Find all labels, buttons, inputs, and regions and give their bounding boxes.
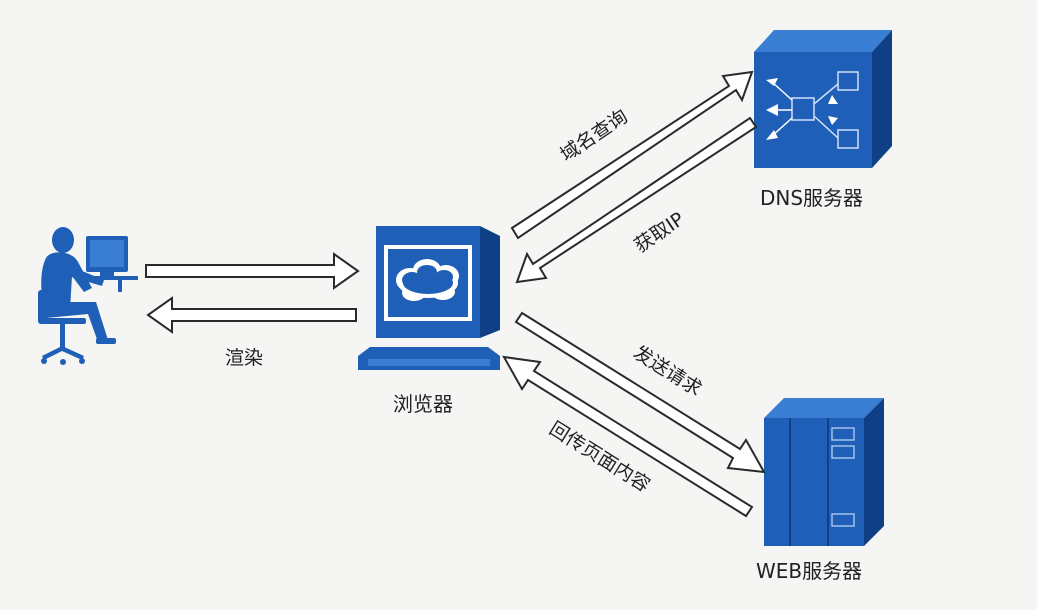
get-ip-label: 获取IP [630, 208, 688, 257]
browser-monitor-icon [358, 226, 500, 370]
return-page-label: 回传页面内容 [545, 418, 653, 497]
render-label: 渲染 [225, 347, 263, 369]
arrow-render [146, 296, 357, 334]
arrow-user-to-browser [145, 252, 360, 290]
arrow-send-request [514, 311, 766, 474]
arrow-return-page [502, 355, 754, 518]
user-at-computer-icon [38, 227, 138, 365]
arrow-domain-query [510, 70, 754, 240]
web-server-label: WEB服务器 [756, 559, 862, 583]
arrow-get-ip [515, 116, 758, 284]
web-server-icon [764, 398, 884, 546]
browser-label: 浏览器 [393, 392, 453, 416]
dns-server-label: DNS服务器 [760, 186, 863, 210]
dns-server-icon [754, 30, 892, 168]
